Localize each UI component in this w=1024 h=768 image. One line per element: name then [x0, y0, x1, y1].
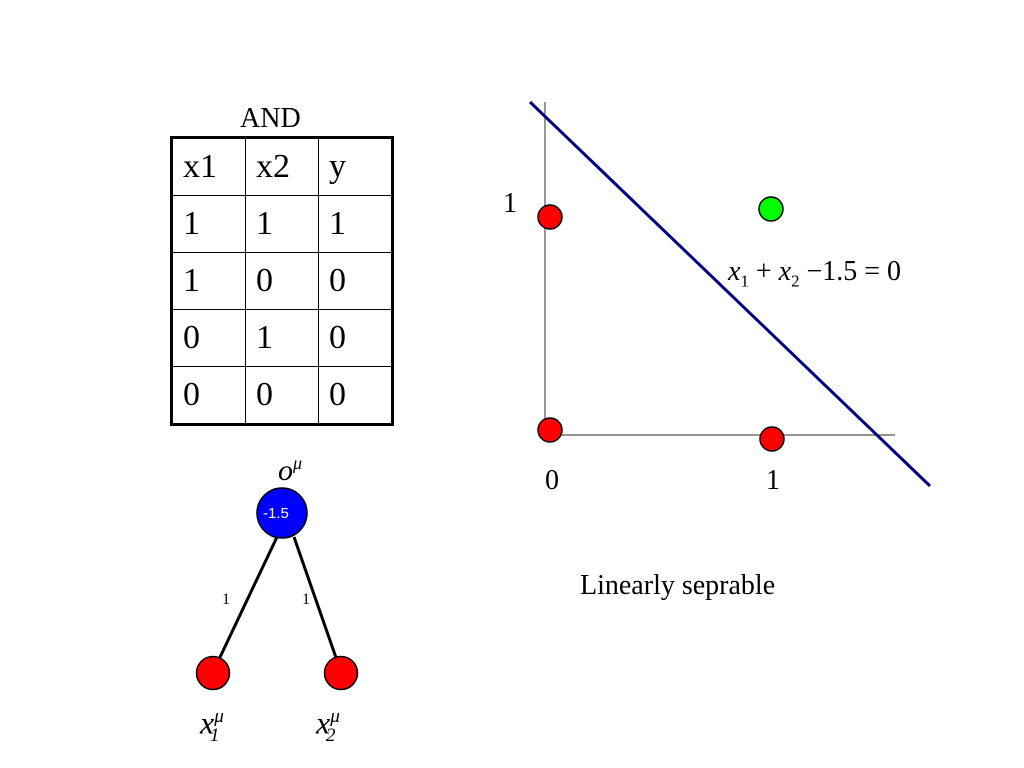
table-cell: 0	[245, 252, 319, 310]
truth-table-title: AND	[240, 103, 301, 134]
x-tick-0: 0	[545, 465, 559, 496]
input-right-base: x	[316, 704, 331, 741]
input-node-left	[195, 655, 231, 691]
table-cell: 0	[245, 366, 319, 425]
output-label-sup: μ	[293, 453, 303, 473]
table-row: 0 1 0	[171, 309, 393, 367]
table-cell: 1	[245, 309, 319, 367]
table-cell: 1	[171, 252, 246, 310]
decision-boundary-line	[528, 100, 932, 488]
point-1-1	[758, 196, 784, 222]
equation-x1: x	[728, 256, 741, 287]
boundary-equation: x1 + x2 −1.5 = 0	[728, 257, 901, 297]
table-cell: 0	[171, 366, 246, 425]
x-tick-1: 1	[766, 465, 780, 496]
header-y: y	[318, 137, 393, 196]
y-tick-1: 1	[503, 188, 517, 219]
plot-caption: Linearly seprable	[580, 570, 776, 601]
equation-rest: −1.5 = 0	[806, 256, 902, 287]
output-label-base: o	[278, 454, 293, 487]
equation-sub2: 2	[791, 271, 800, 291]
edge-right	[292, 536, 343, 673]
input-right-sup: μ	[330, 706, 340, 727]
output-node	[256, 487, 308, 539]
output-label: oμ	[278, 448, 302, 486]
input-left-base: x	[200, 704, 215, 741]
output-node-value: -1.5	[263, 505, 289, 522]
input-left-label: xμ1	[200, 702, 224, 751]
input-left-sup: μ	[214, 706, 224, 727]
table-cell: 1	[171, 195, 246, 253]
weight-right-label: 1	[302, 591, 310, 608]
point-0-0	[537, 417, 563, 443]
input-left-sub: 1	[209, 725, 220, 747]
input-right-sub: 2	[325, 725, 336, 747]
truth-table: x1 x2 y 1 1 1 1 0 0 0 1 0 0 0 0	[170, 136, 394, 426]
table-row: 0 0 0	[171, 366, 393, 425]
table-cell: 0	[171, 309, 246, 367]
table-cell: 0	[318, 252, 393, 310]
input-right-label: xμ2	[316, 702, 340, 751]
input-node-right	[323, 655, 359, 691]
equation-sub1: 1	[740, 271, 749, 291]
point-0-1	[537, 204, 563, 230]
equation-plus: +	[755, 256, 772, 287]
table-cell: 1	[245, 195, 319, 253]
point-1-0	[759, 426, 785, 452]
weight-left-label: 1	[222, 591, 230, 608]
equation-x2: x	[778, 256, 792, 287]
table-cell: 0	[318, 366, 393, 425]
table-cell: 0	[318, 309, 393, 367]
table-row: 1 0 0	[171, 252, 393, 310]
edge-left	[211, 536, 279, 673]
